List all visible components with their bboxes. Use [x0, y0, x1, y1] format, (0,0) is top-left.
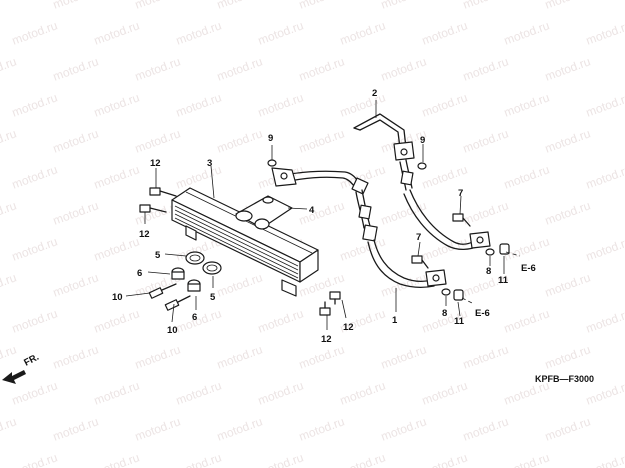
front-direction-indicator: FR.	[2, 352, 41, 384]
callout-7b: 7	[416, 232, 421, 243]
callout-11a: 11	[498, 275, 509, 286]
callout-12a: 12	[150, 158, 161, 169]
callout-12d: 12	[321, 334, 332, 345]
callout-7a: 7	[458, 188, 463, 199]
front-arrow-icon	[2, 370, 26, 384]
callout-2: 2	[372, 88, 377, 99]
callout-labels: 2 3 4 1 5 5 6 6 7 7 8 8 9 9 10 10 11 11 …	[112, 88, 536, 345]
oil-hose-upper	[271, 113, 491, 251]
callout-12c: 12	[343, 322, 354, 333]
diagram-code: KPFB—F3000	[535, 374, 594, 384]
callout-6b: 6	[192, 312, 197, 323]
callout-12b: 12	[139, 229, 150, 240]
callout-6a: 6	[137, 268, 142, 279]
callout-1: 1	[392, 315, 398, 326]
front-label: FR.	[22, 352, 41, 369]
callout-9a: 9	[268, 133, 273, 144]
bolts-10	[148, 283, 191, 311]
o-rings	[267, 159, 427, 170]
callout-9b: 9	[420, 135, 425, 146]
ref-e6b: E-6	[475, 308, 490, 319]
rubber-mounts	[185, 251, 222, 275]
ref-e6a: E-6	[521, 263, 536, 274]
bolts-7	[411, 213, 471, 269]
callout-8a: 8	[486, 266, 491, 277]
callout-5a: 5	[155, 250, 161, 261]
leader-lines	[125, 100, 521, 330]
callout-11b: 11	[454, 316, 465, 327]
oil-cooler	[171, 187, 319, 297]
collars	[171, 267, 201, 292]
callout-10a: 10	[112, 292, 123, 303]
callout-5b: 5	[210, 292, 216, 303]
callout-10b: 10	[167, 325, 178, 336]
dowels	[441, 243, 510, 301]
callout-4: 4	[309, 205, 315, 216]
callout-8b: 8	[442, 308, 447, 319]
oil-hose-lower	[367, 239, 447, 288]
callout-3: 3	[207, 158, 212, 169]
